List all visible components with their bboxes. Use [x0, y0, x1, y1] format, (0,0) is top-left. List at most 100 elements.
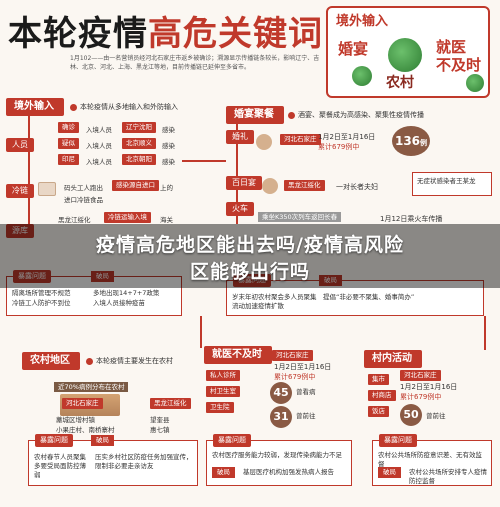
badge-title: 境外输入 [336, 14, 389, 29]
intro-text: 1月102——由一名营销员经河北石家庄市返乡被确诊；溯源显示传播链条较长，影响辽… [70, 55, 320, 71]
cold-text-3: 上的 [160, 184, 173, 192]
risk-head: 暴露问题 [233, 274, 271, 287]
cold-text-2: 进口冷链食品 [64, 196, 103, 204]
banquet-note: 一对长者夫妇 [336, 183, 378, 191]
banquet-label-train: 火车 [226, 202, 254, 216]
risk-head: 暴露问题 [35, 434, 73, 447]
village-tag: 集市 [368, 374, 389, 385]
keyword-badge: 境外输入 婚宴 就医 不及时 农村 [326, 6, 490, 98]
train-date: 1月12日乘火车传播 [380, 215, 443, 223]
pin-icon [86, 357, 93, 365]
village-date: 1月2日至1月16日 [400, 383, 458, 391]
fix-text: 提倡“非必要不聚集、婚事简办” [323, 293, 415, 301]
source-tag: 冷链运输入境 [104, 212, 151, 223]
row-note: 感染 [162, 158, 175, 166]
place-tag: 河北石家庄 [280, 134, 321, 145]
village-tag: 村商店 [368, 390, 396, 401]
badge-word-medical: 就医 [436, 38, 467, 56]
med-tag: 村卫生室 [206, 386, 240, 397]
med-label-1: 曾看病 [296, 388, 316, 396]
route-label-people: 人员 [6, 138, 34, 152]
rural-town-2: 望奎县 [150, 416, 170, 424]
med-tag: 私人诊所 [206, 370, 240, 381]
row-text: 入境人员 [86, 142, 112, 150]
med-label-2: 曾前往 [296, 412, 316, 420]
med-sub: 累计679例中 [274, 373, 316, 381]
fix-text-2: 入境人员接种疫苗 [93, 299, 145, 307]
train-note: 乘坐K350次列车返回长春 [258, 212, 342, 222]
pin-icon [288, 111, 295, 119]
rural-village-1: 小果庄村、南桥寨村 [56, 426, 115, 434]
badge-word-wedding: 婚宴 [338, 40, 369, 58]
rural-risk-box: 暴露问题 破局 农村春节人员聚集多要受局面防控薄弱 压实乡村社区防疫任务加强宣传… [28, 434, 198, 486]
overlay-caption-line-2: 区能够出行吗 [189, 261, 310, 283]
section-tab-village: 村内活动 [364, 350, 422, 368]
cold-tag: 感染源自进口 [112, 180, 159, 191]
village-risk-box: 暴露问题 农村公共场所防疫意识差、无有效监督 破局 农村公共场所安排专人疫情防控… [372, 434, 492, 486]
count-circle: 136例 [392, 126, 430, 156]
route-line [28, 116, 30, 236]
risk-head: 暴露问题 [379, 434, 417, 447]
pin-icon [70, 103, 77, 111]
section-desc-banquet: 酒宴、聚餐成为高感染、聚集性疫情传播 [288, 110, 424, 120]
rural-town-1: 藁城区增村镇 [56, 416, 95, 424]
couple-icon [256, 134, 272, 150]
badge-word-rural: 农村 [386, 75, 414, 91]
route-line [236, 124, 238, 224]
fix-head: 破局 [378, 467, 401, 478]
section-desc-rural: 本轮疫情主要发生在农村 [86, 356, 173, 366]
fix-text: 压实乡村社区防疫任务加强宣传，限制非必要走亲访友 [95, 453, 193, 470]
date-text: 1月2日至1月16日 [318, 133, 376, 141]
virus-icon [466, 74, 484, 92]
risk-text-1: 隔离场所管理不规范 [12, 289, 71, 297]
section-desc-import: 本轮疫情从多地输入和外防输入 [70, 102, 178, 112]
count-sub: 累计679例中 [318, 143, 360, 151]
source-text-1: 黑龙江绥化 [58, 216, 91, 224]
med-date: 1月2日至1月16日 [274, 363, 332, 371]
fix-head: 破局 [91, 271, 114, 282]
source-text-3: 海关 [160, 216, 173, 224]
rural-village-2: 惠七镇 [150, 426, 170, 434]
banquet-label-wedding: 婚礼 [226, 130, 254, 144]
risk-text: 农村公共场所防疫意识差、无有效监督 [378, 451, 482, 468]
fix-head: 破局 [212, 467, 235, 478]
row-tag: 确诊 [58, 122, 79, 133]
row-text: 入境人员 [86, 126, 112, 134]
cold-text-1: 码头工人跑出 [64, 184, 103, 192]
village-count: 50 [400, 404, 422, 426]
page-title: 本轮疫情高危关键词 [8, 6, 323, 55]
row-place: 辽宁沈阳 [122, 122, 156, 133]
box-icon [38, 182, 56, 196]
fix-text-1: 多地出现14+7+7政策 [93, 289, 160, 297]
title-red-part: 高危关键词 [148, 14, 323, 54]
risk-text: 农村春节人员聚集多要受局面防控薄弱 [34, 453, 86, 479]
village-tag: 饭店 [368, 406, 389, 417]
connector-line [182, 160, 226, 162]
risk-text: 岁末年初农村聚会多人员聚集流动加速疫情扩散 [232, 293, 317, 310]
connector-line [484, 316, 486, 350]
medical-risk-box: 暴露问题 农村医疗服务能力较弱，发现传染病能力不足 破局 基层医疗机构加强发热病… [206, 434, 352, 486]
virus-icon [352, 66, 372, 86]
heart-icon [262, 178, 278, 194]
risk-head: 暴露问题 [213, 434, 251, 447]
section-tab-medical: 就医不及时 [204, 346, 272, 364]
row-place: 北京朝阳 [122, 154, 156, 165]
row-place: 北京顺义 [122, 138, 156, 149]
rural-place-1: 河北石家庄 [62, 398, 103, 409]
route-label-cold: 冷链 [6, 184, 34, 198]
rural-place-2: 黑龙江绥化 [150, 398, 191, 409]
med-count-1: 45 [270, 382, 292, 404]
fix-text: 基层医疗机构加强发热病人报告 [243, 468, 334, 476]
route-label-source: 源库 [6, 224, 34, 238]
section-tab-import: 境外输入 [6, 98, 64, 116]
row-tag: 印尼 [58, 154, 79, 165]
overlay-caption-line-1: 疫情高危地区能出去吗/疫情高风险 [96, 234, 404, 256]
fix-head: 破局 [91, 435, 114, 446]
rural-stat: 近70%病例分布在农村 [54, 382, 129, 392]
med-count-2: 31 [270, 406, 292, 428]
import-risk-box: 暴露问题 破局 隔离场所管理不规范 冷链工人防护不到位 多地出现14+7+7政策… [6, 270, 182, 316]
title-dark-part: 本轮疫情 [8, 14, 148, 54]
row-tag: 疑似 [58, 138, 79, 149]
med-place: 河北石家庄 [272, 350, 313, 361]
fix-head: 破局 [319, 275, 342, 286]
